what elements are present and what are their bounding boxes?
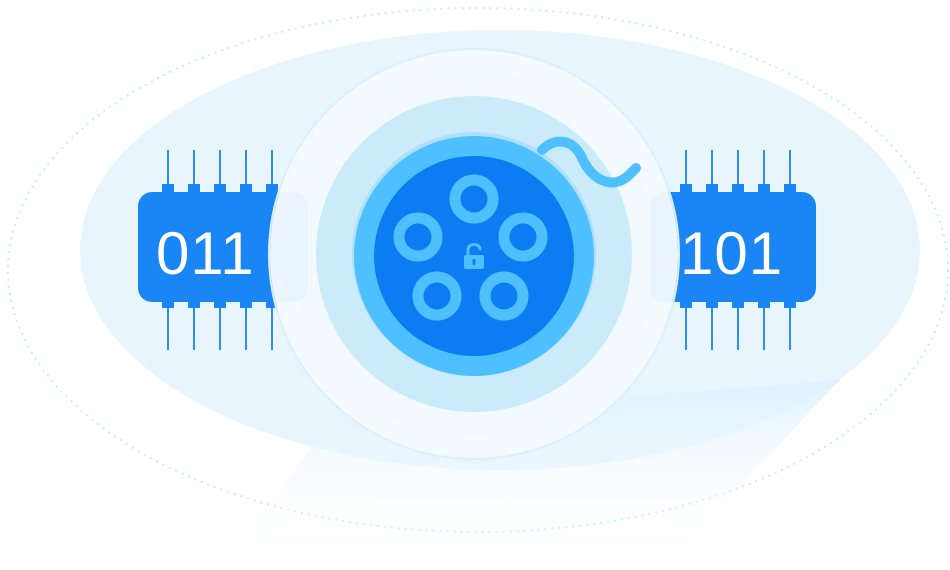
- left-chip-digits: 011: [156, 220, 255, 287]
- cipher-disc: [354, 136, 594, 376]
- ring-right: [498, 212, 548, 262]
- right-chip: 101: [650, 150, 816, 350]
- right-chip-body: [650, 192, 816, 302]
- wavy-cable: [537, 136, 641, 188]
- ring-bottom-left: [412, 271, 462, 321]
- outer-dotted-ellipse: [7, 7, 949, 533]
- halo-outer-rim: [268, 48, 680, 460]
- disc-rings: [393, 174, 548, 321]
- ring-bottom-right: [479, 271, 529, 321]
- right-chip-pins-bottom: [685, 300, 791, 350]
- left-chip: 011: [138, 150, 308, 350]
- right-chip-digits: 101: [680, 220, 783, 287]
- unlocked-padlock-icon: [464, 243, 484, 269]
- ring-top: [449, 174, 499, 224]
- ring-left: [393, 212, 443, 262]
- left-chip-body: [138, 192, 308, 302]
- left-chip-pins-bottom: [167, 300, 273, 350]
